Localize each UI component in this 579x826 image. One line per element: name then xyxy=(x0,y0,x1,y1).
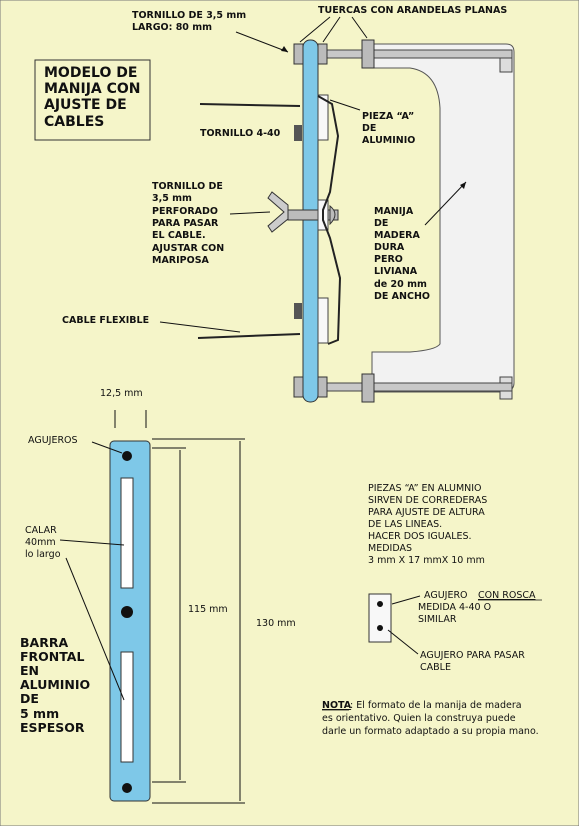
arrowhead xyxy=(460,182,466,189)
piezas-desc-6: MEDIDAS xyxy=(368,543,412,554)
label-ancho-barra: 12,5 mm xyxy=(100,388,143,399)
label-perforado-6: AJUSTAR CON xyxy=(152,243,224,254)
arrow-cable xyxy=(159,321,241,333)
label-perforado-4: PARA PASAR xyxy=(152,218,219,229)
arrow-tuercas-3 xyxy=(351,16,368,39)
arrow-tornillo xyxy=(235,31,289,53)
arrow-calar-1 xyxy=(59,539,125,546)
label-calar-2: 40mm xyxy=(25,537,56,548)
label-medida-1: MEDIDA 4-40 O xyxy=(418,602,491,613)
label-barra-4: ALUMINIO xyxy=(20,677,90,692)
label-perforado-7: MARIPOSA xyxy=(152,255,210,266)
label-manija-5: PERO xyxy=(374,254,403,265)
title-line-2: MANIJA CON xyxy=(44,81,141,97)
label-tornillo-440: TORNILLO 4-40 xyxy=(200,128,281,139)
label-cable-flexible: CABLE FLEXIBLE xyxy=(62,315,149,326)
arrow-agujero-pasar xyxy=(387,629,419,655)
label-pieza-a-3: ALUMINIO xyxy=(362,135,415,146)
arrowhead xyxy=(281,46,288,52)
label-manija-2: DE xyxy=(374,218,388,229)
piezas-desc-5: HACER DOS IGUALES. xyxy=(368,531,472,542)
hole-bottom xyxy=(122,783,132,793)
arrow-con-rosca xyxy=(391,595,421,605)
label-agujero-pasar-1: AGUJERO PARA PASAR xyxy=(420,650,525,661)
label-calar-1: CALAR xyxy=(25,525,57,536)
piezas-desc-3: PARA AJUSTE DE ALTURA xyxy=(368,507,485,518)
label-calar-3: lo largo xyxy=(25,549,61,560)
label-perforado-5: EL CABLE. xyxy=(152,230,206,241)
label-manija-6: LIVIANA xyxy=(374,266,418,277)
label-manija-8: DE ANCHO xyxy=(374,291,430,302)
label-barra-2: FRONTAL xyxy=(20,649,84,664)
label-barra-7: ESPESOR xyxy=(20,720,85,735)
label-barra-5: DE xyxy=(20,691,39,706)
screw-4-40-top xyxy=(294,125,302,141)
label-pieza-a-2: DE xyxy=(362,123,376,134)
nota-text-3: darle un formato adaptado a su propia ma… xyxy=(322,726,539,737)
piezas-desc-2: SIRVEN DE CORREDERAS xyxy=(368,495,487,506)
arrow-manija xyxy=(424,181,467,226)
label-manija-7: de 20 mm xyxy=(374,279,427,290)
title-line-3: AJUSTE DE xyxy=(44,97,127,113)
threaded-hole xyxy=(377,601,383,607)
label-tuercas: TUERCAS CON ARANDELAS PLANAS xyxy=(318,5,507,16)
cable-hole xyxy=(377,625,383,631)
label-con-rosca: CON ROSCA xyxy=(478,590,536,601)
hole-middle xyxy=(121,606,133,618)
label-agujero-pasar-2: CABLE xyxy=(420,662,451,673)
label-130: 130 mm xyxy=(256,618,296,629)
label-tornillo-35: TORNILLO DE 3,5 mm xyxy=(132,10,246,21)
arrow-agujeros xyxy=(91,441,123,454)
pieza-a-detail xyxy=(368,593,392,643)
wingnut xyxy=(267,191,289,233)
arrow-tuercas-2 xyxy=(322,16,341,43)
screw-4-40-bottom xyxy=(294,303,302,319)
arrow-perforado xyxy=(229,211,271,215)
label-manija-1: MANIJA xyxy=(374,206,414,217)
label-barra-6: 5 mm xyxy=(20,706,59,721)
label-manija-3: MADERA xyxy=(374,230,420,241)
slot-top xyxy=(120,477,134,589)
nota-text-1: : El formato de la manija de madera xyxy=(350,700,522,711)
front-bar xyxy=(109,440,151,802)
label-agujeros: AGUJEROS xyxy=(28,435,78,446)
arrow-tuercas-1 xyxy=(299,16,331,43)
label-pieza-a-1: PIEZA “A” xyxy=(362,111,414,122)
hole-top xyxy=(122,451,132,461)
label-manija-4: DURA xyxy=(374,242,405,253)
middle-bolt-head xyxy=(329,204,336,226)
label-medida-2: SIMILAR xyxy=(418,614,457,625)
label-agujero-con: AGUJERO xyxy=(424,590,468,601)
arrow-calar-2 xyxy=(65,557,125,701)
label-perforado-2: 3,5 mm xyxy=(152,193,192,204)
nota-text-2: es orientativo. Quien la construya puede xyxy=(322,713,516,724)
front-bar-side xyxy=(302,39,319,403)
label-perforado-3: PERFORADO xyxy=(152,206,218,217)
arrow-pieza-a xyxy=(329,99,361,111)
piezas-desc-7: 3 mm X 17 mmX 10 mm xyxy=(368,555,485,566)
pieza-a-top xyxy=(317,94,329,141)
title-box xyxy=(34,59,151,141)
nota-label: NOTA xyxy=(322,700,352,711)
piezas-desc-1: PIEZAS “A” EN ALUMNIO xyxy=(368,483,482,494)
label-barra-3: EN xyxy=(20,663,39,678)
label-perforado-1: TORNILLO DE xyxy=(152,181,223,192)
pieza-a-bottom xyxy=(317,297,329,344)
piezas-desc-4: DE LAS LINEAS. xyxy=(368,519,442,530)
slot-bottom xyxy=(120,651,134,763)
title-line-4: CABLES xyxy=(44,114,104,130)
label-largo: LARGO: 80 mm xyxy=(132,22,212,33)
flexible-cable xyxy=(197,95,342,345)
label-115: 115 mm xyxy=(188,604,228,615)
title-line-1: MODELO DE xyxy=(44,65,137,81)
label-barra-1: BARRA xyxy=(20,635,68,650)
nuts-group xyxy=(293,39,375,403)
